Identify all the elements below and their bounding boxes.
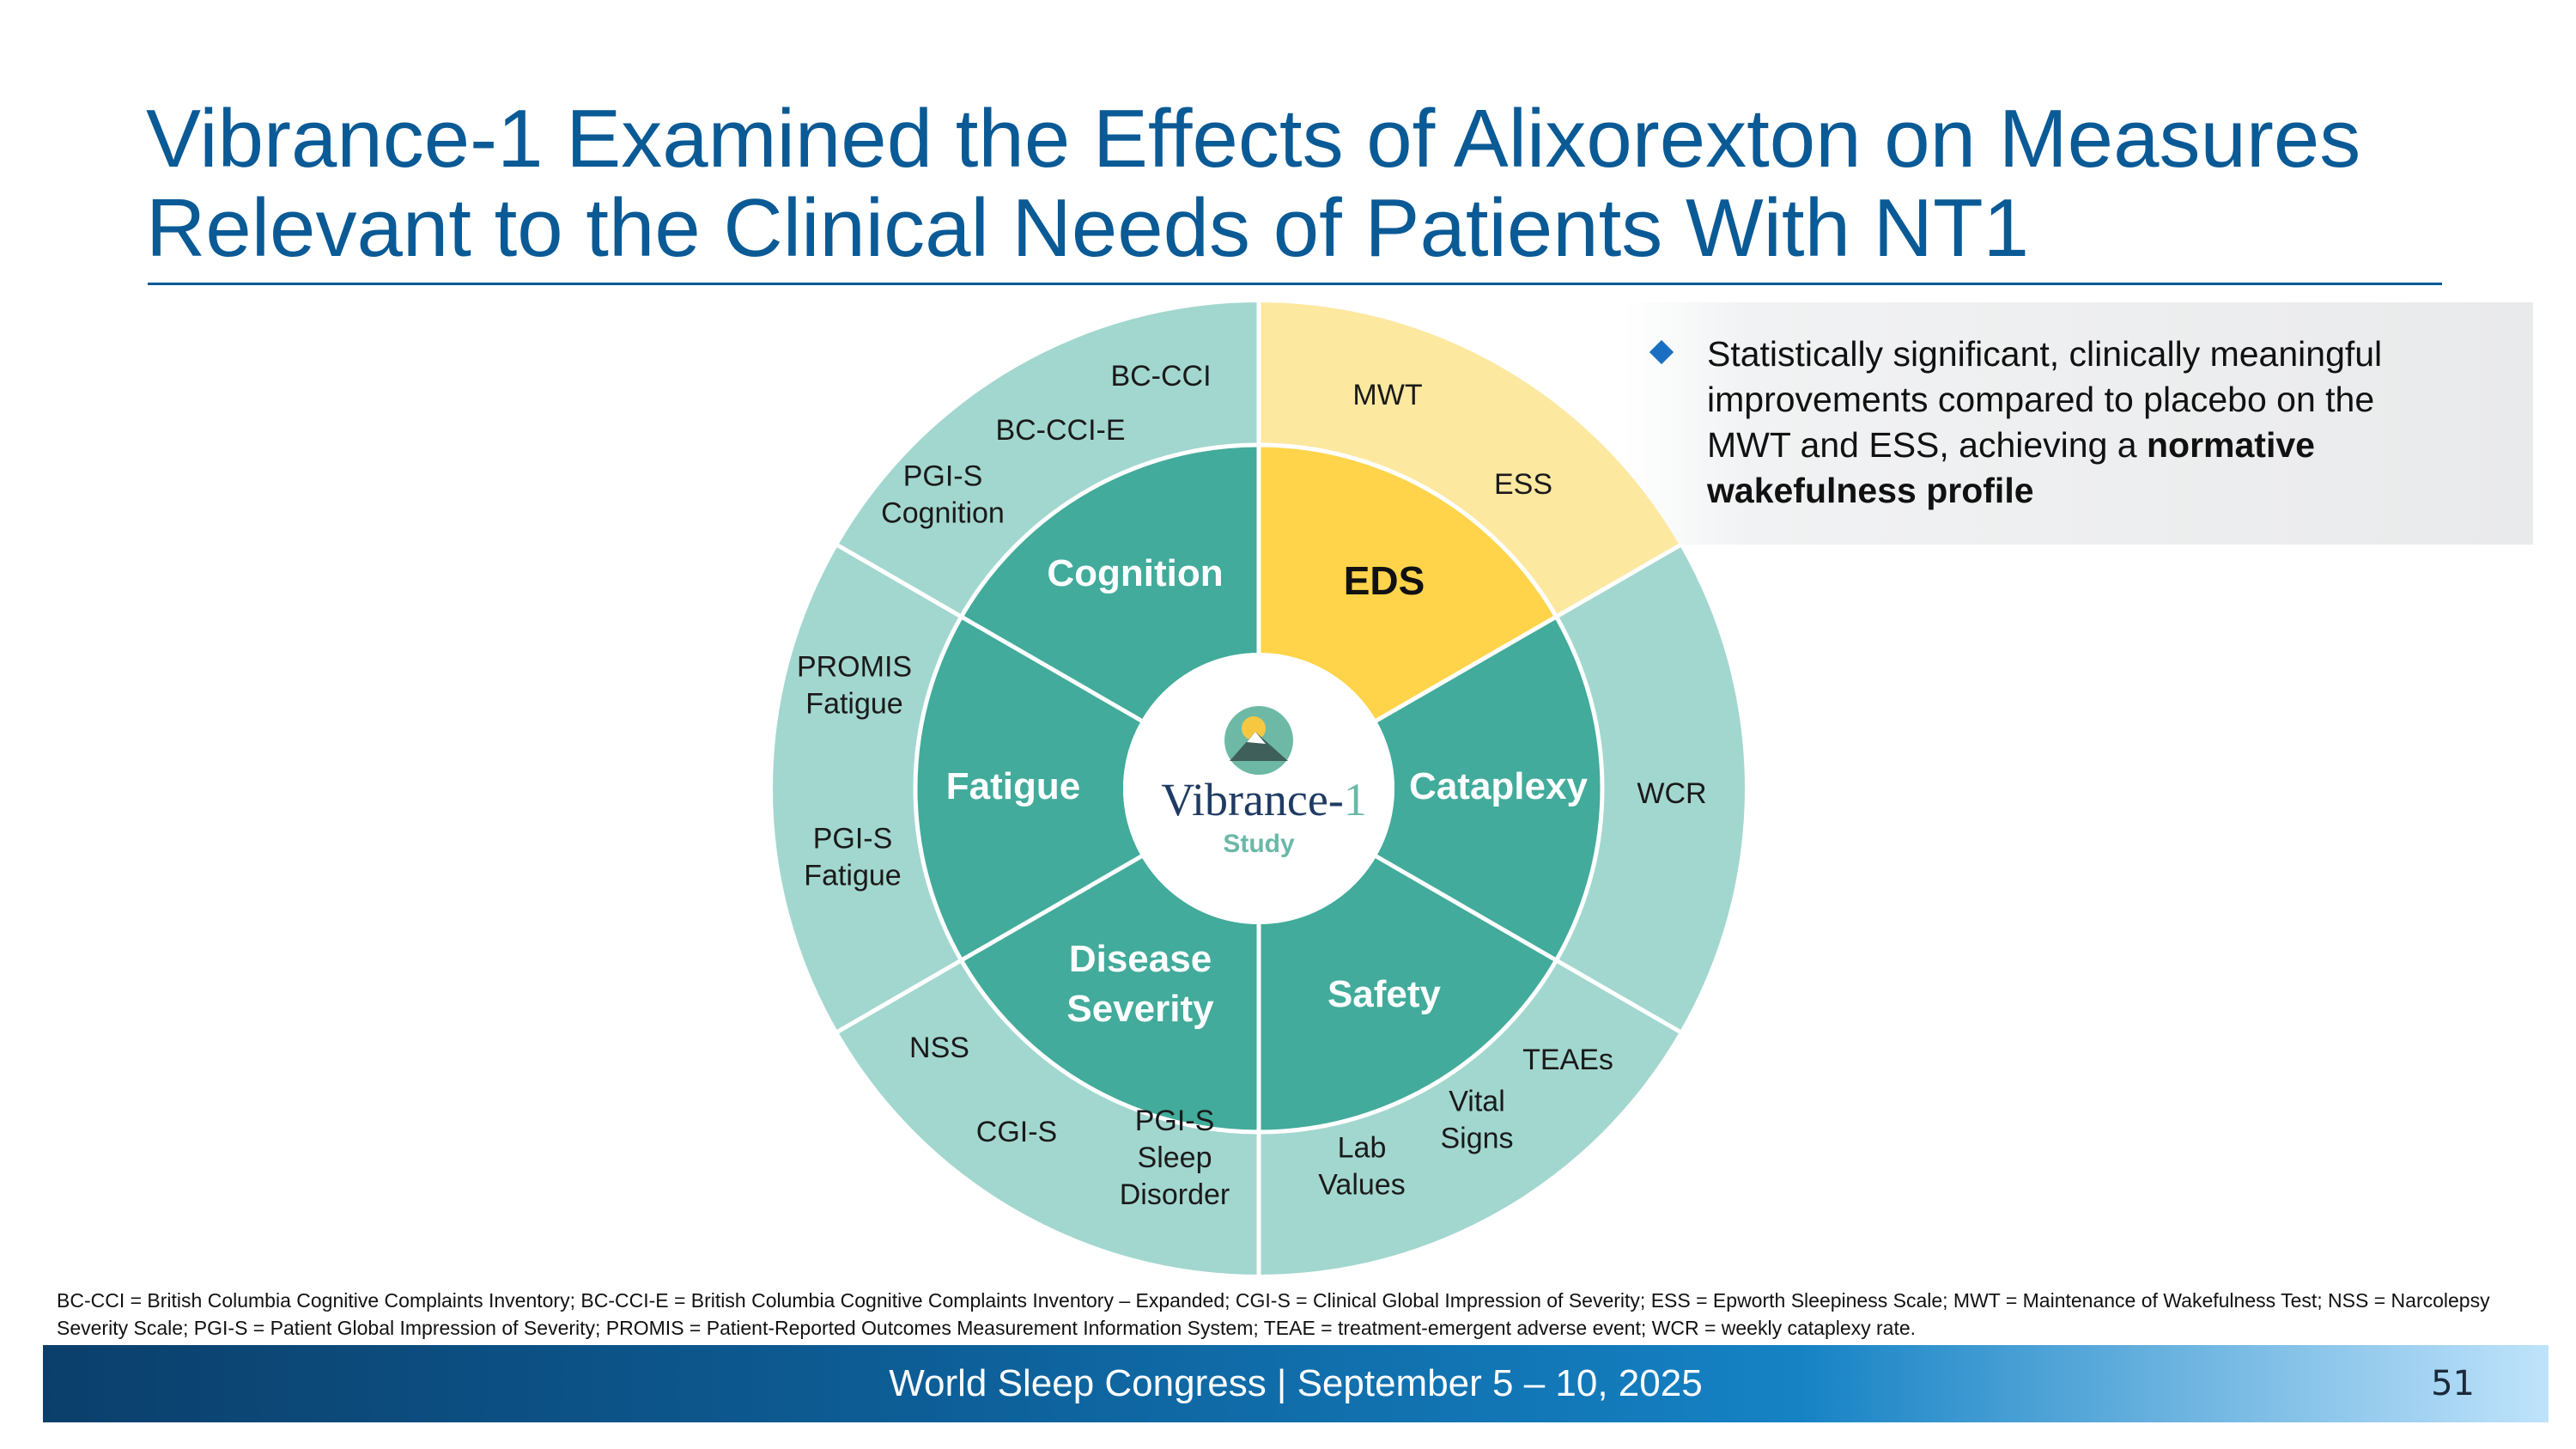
slide-title: Vibrance-1 Examined the Effects of Alixo… xyxy=(146,94,2464,273)
page-number: 51 xyxy=(2431,1364,2475,1403)
inner-segment-cataplexy xyxy=(1376,617,1602,960)
logo-subtitle: Study xyxy=(1223,830,1295,858)
measure-label-bc-cci-e: BC-CCI-E xyxy=(995,414,1125,447)
segment-divider xyxy=(1375,542,1683,723)
logo-wordmark: Vibrance-1 xyxy=(1161,774,1367,825)
footer-bar: World Sleep Congress | September 5 – 10,… xyxy=(43,1345,2549,1422)
measure-label-wcr: WCR xyxy=(1637,777,1706,810)
abbreviations-footnote: BC-CCI = British Columbia Cognitive Comp… xyxy=(57,1289,2490,1339)
measure-label-mwt: MWT xyxy=(1352,379,1422,411)
segment-divider xyxy=(835,542,1143,723)
measure-label-teaes: TEAEs xyxy=(1522,1044,1613,1076)
measure-label-ess: ESS xyxy=(1494,468,1552,501)
domain-label-cognition: Cognition xyxy=(1047,552,1223,594)
measure-label-nss: NSS xyxy=(909,1032,969,1064)
domain-label-fatigue: Fatigue xyxy=(946,765,1080,807)
callout-line-1: Statistically significant, clinically me… xyxy=(1707,334,2383,374)
callout-box xyxy=(1623,302,2533,545)
measure-label-cgi-s: CGI-S xyxy=(976,1116,1057,1148)
domain-label-cataplexy: Cataplexy xyxy=(1409,765,1588,807)
outer-segment-safety xyxy=(1259,960,1680,1275)
outer-segment-disease-severity xyxy=(837,960,1259,1275)
outer-segment-fatigue xyxy=(773,545,962,1032)
inner-segment-eds xyxy=(1259,445,1557,721)
segment-divider xyxy=(1375,854,1683,1035)
title-underline xyxy=(148,283,2442,285)
outer-segment-cognition xyxy=(837,302,1259,617)
center-disc xyxy=(1123,653,1394,924)
domain-label-safety: Safety xyxy=(1327,973,1442,1015)
slide-title-line-1: Vibrance-1 Examined the Effects of Alixo… xyxy=(146,93,2361,185)
callout-bold-normative: normative xyxy=(2146,425,2315,465)
inner-segment-cognition xyxy=(961,445,1259,721)
outer-segment-cataplexy xyxy=(1556,545,1745,1032)
slide-title-line-2: Relevant to the Clinical Needs of Patien… xyxy=(146,182,2029,274)
mountain-icon xyxy=(1230,732,1288,761)
mountain-snow-icon xyxy=(1247,732,1266,744)
callout-text: Statistically significant, clinically me… xyxy=(1707,332,2463,514)
domain-label-eds: EDS xyxy=(1344,558,1425,603)
ring-divider xyxy=(913,442,1605,1135)
callout-line-2: improvements compared to placebo on the xyxy=(1707,380,2375,419)
inner-segment-fatigue xyxy=(915,617,1142,960)
callout-bold-wakefulness: wakefulness profile xyxy=(1707,471,2034,510)
inner-segment-disease-severity xyxy=(961,856,1259,1132)
inner-segment-safety xyxy=(1259,856,1557,1132)
footer-event-text: World Sleep Congress | September 5 – 10,… xyxy=(889,1362,1703,1404)
sun-icon xyxy=(1242,716,1266,740)
measure-label-bc-cci: BC-CCI xyxy=(1110,360,1211,393)
segment-divider xyxy=(835,854,1143,1035)
outer-segment-eds xyxy=(1259,302,1680,617)
callout-line-3: MWT and ESS, achieving a xyxy=(1707,425,2147,465)
